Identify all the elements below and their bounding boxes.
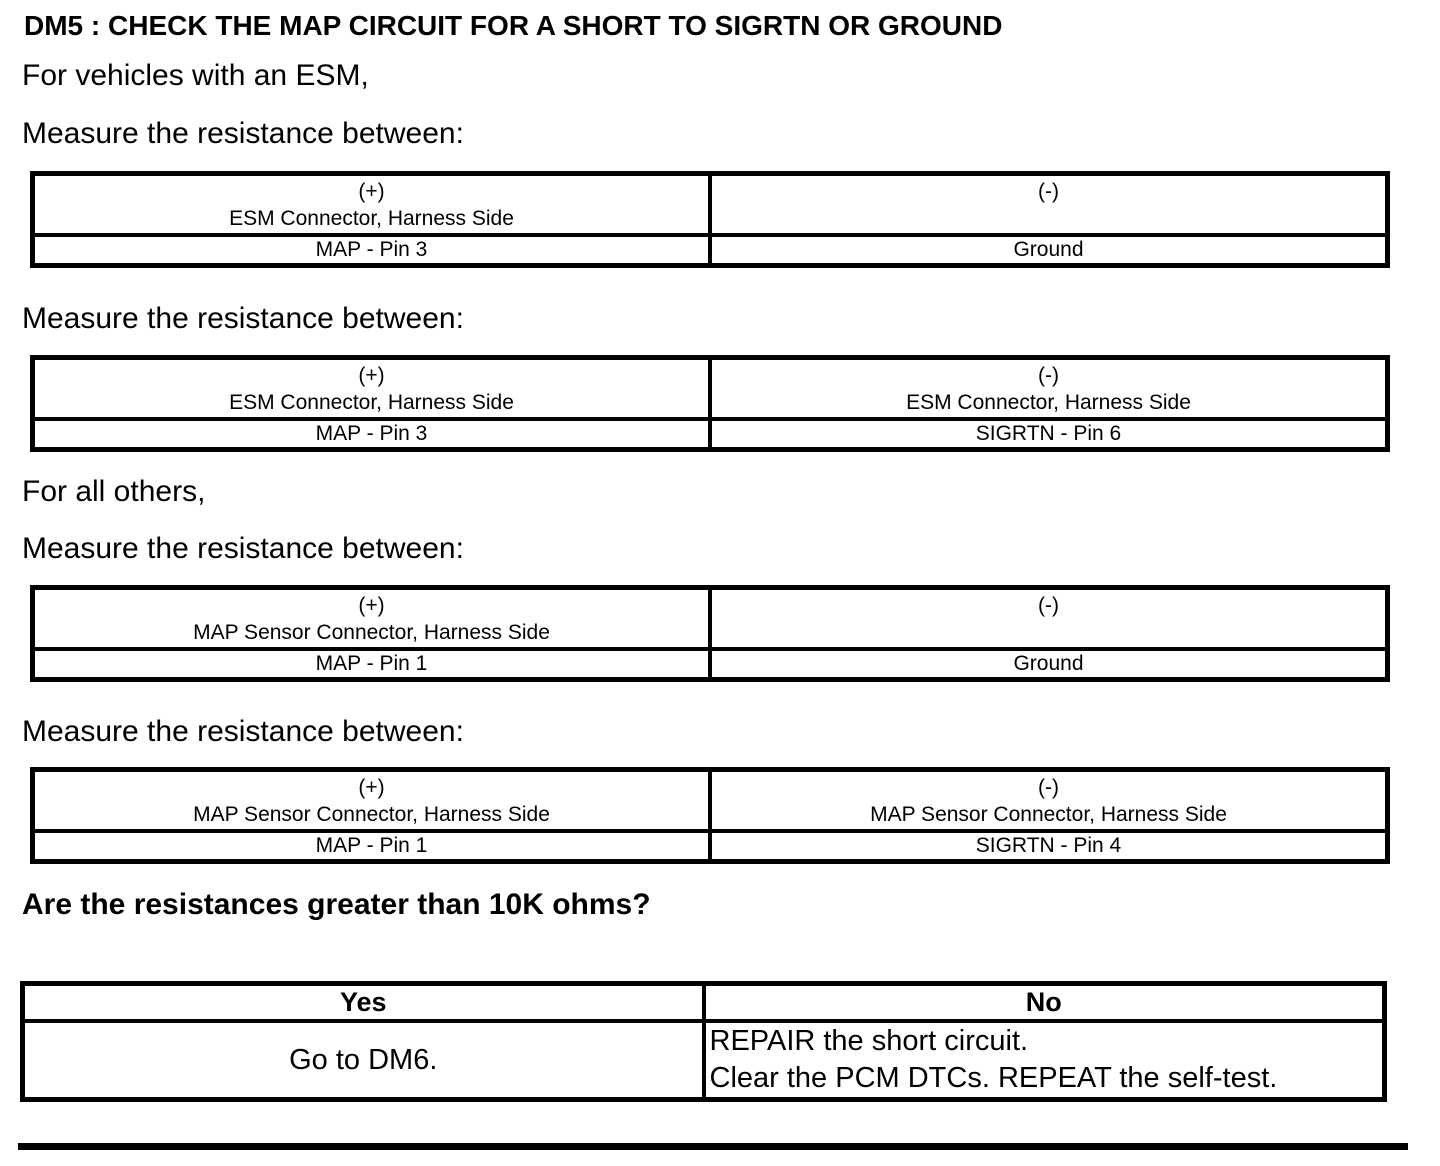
table-data-row: MAP - Pin 1 Ground <box>30 647 1390 682</box>
plus-label: (+) <box>358 594 385 618</box>
plus-point-cell: MAP - Pin 1 <box>30 647 712 682</box>
no-action-cell: REPAIR the short circuit. Clear the PCM … <box>701 1019 1387 1102</box>
minus-label: (-) <box>1038 776 1059 800</box>
yes-header-cell: Yes <box>20 981 706 1024</box>
minus-header-cell: (-) <box>708 171 1390 238</box>
plus-label: (+) <box>358 776 385 800</box>
table-data-row: MAP - Pin 1 SIGRTN - Pin 4 <box>30 829 1390 864</box>
table-header-row: (+) ESM Connector, Harness Side (-) <box>30 171 1390 238</box>
condition-esm: For vehicles with an ESM, <box>22 59 369 93</box>
no-action-line-2: Clear the PCM DTCs. REPEAT the self-test… <box>709 1062 1278 1095</box>
resistance-table-esm-sigrtn: (+) ESM Connector, Harness Side (-) ESM … <box>30 355 1390 453</box>
measure-prompt-1: Measure the resistance between: <box>22 117 464 151</box>
diagnostic-question: Are the resistances greater than 10K ohm… <box>22 888 651 922</box>
table-header-row: (+) MAP Sensor Connector, Harness Side (… <box>30 767 1390 834</box>
decision-header-row: Yes No <box>20 981 1387 1024</box>
table-data-row: MAP - Pin 3 SIGRTN - Pin 6 <box>30 417 1390 452</box>
minus-connector-label: MAP Sensor Connector, Harness Side <box>870 803 1227 827</box>
minus-point-cell: SIGRTN - Pin 4 <box>708 829 1390 864</box>
minus-connector-label: ESM Connector, Harness Side <box>906 391 1191 415</box>
plus-header-cell: (+) MAP Sensor Connector, Harness Side <box>30 585 712 652</box>
minus-label: (-) <box>1038 594 1059 618</box>
resistance-table-map-sigrtn: (+) MAP Sensor Connector, Harness Side (… <box>30 767 1390 865</box>
measure-prompt-4: Measure the resistance between: <box>22 715 464 749</box>
measure-prompt-2: Measure the resistance between: <box>22 302 464 336</box>
table-header-row: (+) MAP Sensor Connector, Harness Side (… <box>30 585 1390 652</box>
minus-header-cell: (-) ESM Connector, Harness Side <box>708 355 1390 422</box>
plus-header-cell: (+) MAP Sensor Connector, Harness Side <box>30 767 712 834</box>
plus-point-cell: MAP - Pin 3 <box>30 233 712 268</box>
minus-point-cell: SIGRTN - Pin 6 <box>708 417 1390 452</box>
plus-point-cell: MAP - Pin 1 <box>30 829 712 864</box>
plus-label: (+) <box>358 180 385 204</box>
plus-connector-label: ESM Connector, Harness Side <box>229 391 514 415</box>
page-title: DM5 : CHECK THE MAP CIRCUIT FOR A SHORT … <box>24 10 1003 41</box>
plus-header-cell: (+) ESM Connector, Harness Side <box>30 171 712 238</box>
plus-connector-label: MAP Sensor Connector, Harness Side <box>193 621 550 645</box>
bottom-horizontal-rule <box>18 1143 1408 1151</box>
condition-others: For all others, <box>22 475 206 509</box>
decision-table: Yes No Go to DM6. REPAIR the short circu… <box>20 981 1387 1103</box>
plus-header-cell: (+) ESM Connector, Harness Side <box>30 355 712 422</box>
no-header-cell: No <box>701 981 1387 1024</box>
minus-label: (-) <box>1038 180 1059 204</box>
resistance-table-esm-ground: (+) ESM Connector, Harness Side (-) MAP … <box>30 171 1390 269</box>
yes-action-cell: Go to DM6. <box>20 1019 706 1102</box>
measure-prompt-3: Measure the resistance between: <box>22 532 464 566</box>
resistance-table-map-ground: (+) MAP Sensor Connector, Harness Side (… <box>30 585 1390 683</box>
minus-header-cell: (-) MAP Sensor Connector, Harness Side <box>708 767 1390 834</box>
plus-label: (+) <box>358 364 385 388</box>
minus-point-cell: Ground <box>708 647 1390 682</box>
table-header-row: (+) ESM Connector, Harness Side (-) ESM … <box>30 355 1390 422</box>
minus-point-cell: Ground <box>708 233 1390 268</box>
table-data-row: MAP - Pin 3 Ground <box>30 233 1390 268</box>
plus-connector-label: ESM Connector, Harness Side <box>229 207 514 231</box>
minus-label: (-) <box>1038 364 1059 388</box>
minus-header-cell: (-) <box>708 585 1390 652</box>
plus-point-cell: MAP - Pin 3 <box>30 417 712 452</box>
decision-action-row: Go to DM6. REPAIR the short circuit. Cle… <box>20 1019 1387 1102</box>
no-action-line-1: REPAIR the short circuit. <box>709 1025 1029 1058</box>
plus-connector-label: MAP Sensor Connector, Harness Side <box>193 803 550 827</box>
